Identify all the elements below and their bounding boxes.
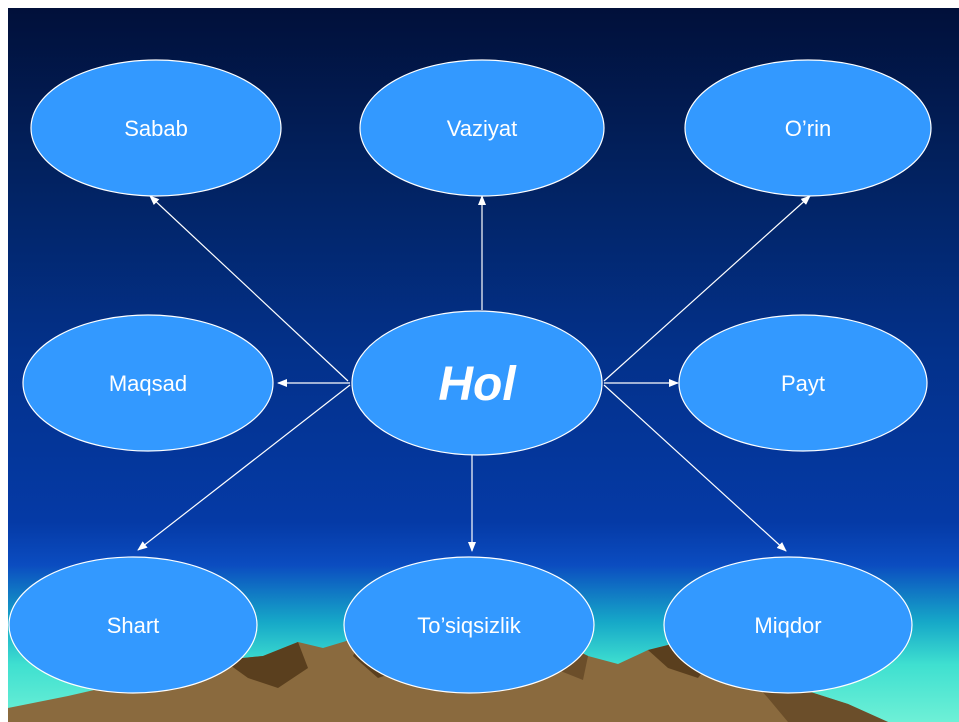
- node-sabab: Sabab: [30, 59, 282, 197]
- node-orin: O’rin: [684, 59, 932, 197]
- node-label: O’rin: [785, 116, 831, 141]
- mountain-shadow: [223, 642, 308, 688]
- node-miqdor: Miqdor: [663, 556, 913, 694]
- node-label: Maqsad: [109, 371, 187, 396]
- node-shart: Shart: [8, 556, 258, 694]
- node-hol-center: Hol: [351, 310, 603, 456]
- node-payt: Payt: [678, 314, 928, 452]
- center-label: Hol: [438, 358, 517, 411]
- arrow-to-miqdor: [603, 384, 787, 552]
- arrow-to-shart: [137, 384, 351, 551]
- node-label: Vaziyat: [447, 116, 518, 141]
- node-label: Payt: [781, 371, 825, 396]
- arrows: [137, 195, 811, 552]
- node-maqsad: Maqsad: [22, 314, 274, 452]
- node-vaziyat: Vaziyat: [359, 59, 605, 197]
- slide: Sabab Vaziyat O’rin Maqsad Hol Payt: [8, 8, 959, 722]
- node-label: Miqdor: [754, 613, 821, 638]
- node-label: To’siqsizlik: [417, 613, 522, 638]
- arrow-to-orin: [603, 195, 811, 382]
- arrow-to-sabab: [149, 195, 349, 382]
- node-label: Shart: [107, 613, 160, 638]
- relationship-diagram: Sabab Vaziyat O’rin Maqsad Hol Payt: [8, 59, 932, 722]
- node-label: Sabab: [124, 116, 188, 141]
- node-tosiqsizlik: To’siqsizlik: [343, 556, 595, 694]
